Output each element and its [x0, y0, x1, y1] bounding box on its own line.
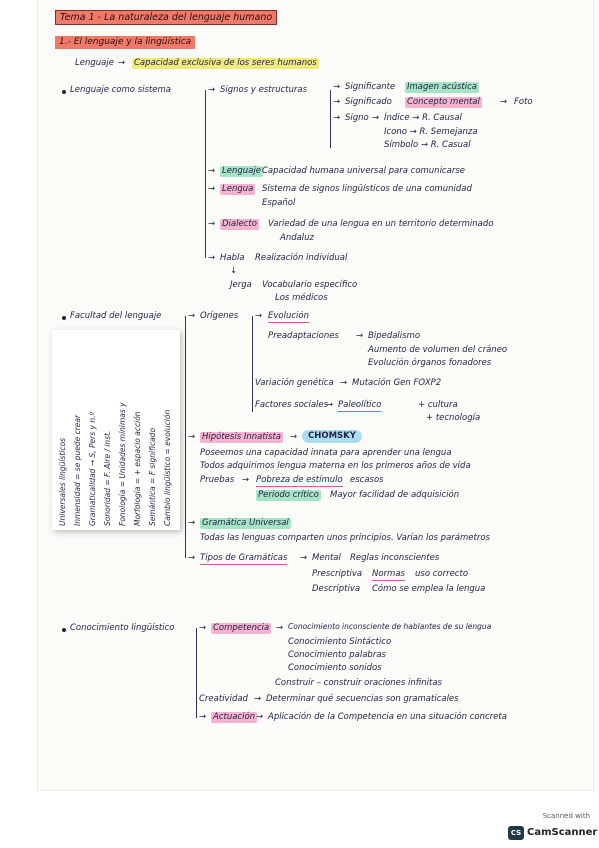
- mental-label: Mental: [312, 553, 341, 563]
- camscanner-name: CamScanner: [527, 827, 598, 838]
- comp-item: Construir – construir oraciones infinita…: [275, 678, 442, 688]
- cultura-label: + cultura: [418, 400, 458, 410]
- origenes-label: Orígenes: [200, 311, 239, 321]
- page-title: Tema 1 - La naturaleza del lenguaje huma…: [55, 10, 278, 25]
- icono-item: Icono → R. Semejanza: [384, 127, 478, 137]
- significante-def: Imagen acústica: [405, 82, 479, 93]
- signos-label: Signos y estructuras: [220, 85, 308, 95]
- definition-text: Capacidad exclusiva de los seres humanos: [132, 58, 319, 69]
- sidebar-item: Morfología = + espacio acción: [133, 411, 142, 526]
- simbolo-item: Símbolo → R. Casual: [384, 140, 471, 150]
- bipedalismo-item: Bipedalismo: [368, 331, 421, 341]
- bracket-line: [252, 316, 253, 412]
- bullet-icon: [62, 316, 66, 320]
- periodo-example: Mayor facilidad de adquisición: [330, 490, 460, 500]
- bullet-icon: [62, 90, 66, 94]
- pruebas-label: Pruebas: [200, 475, 235, 485]
- sidebar-item: Universales lingüísticos: [58, 437, 67, 526]
- evolucion-organos-item: Evolución órganos fonadores: [368, 358, 492, 368]
- competencia-label: Conocimiento lingüístico: [70, 623, 175, 633]
- sidebar-item: Gramaticalidad → S, Pers y n.º: [88, 411, 97, 526]
- actuacion-def: Aplicación de la Competencia en una situ…: [268, 712, 507, 722]
- sidebar-item: Cambio lingüístico = evolución: [163, 409, 172, 526]
- lengua-example: Español: [262, 198, 296, 208]
- lenguaje-def: Capacidad humana universal para comunica…: [262, 166, 465, 176]
- arrow-icon: →: [118, 58, 126, 68]
- factores-label: Factores sociales: [255, 400, 329, 410]
- dialecto-label: Dialecto: [220, 219, 259, 230]
- comp-item: Conocimiento palabras: [288, 650, 386, 660]
- cs-logo-icon: CS: [508, 826, 524, 840]
- actuacion-label: Actuación: [211, 712, 258, 723]
- facultad-label: Facultad del lenguaje: [70, 311, 162, 321]
- bullet-icon: [62, 628, 66, 632]
- indice-item: Índice → R. Causal: [384, 113, 462, 123]
- jerga-def: Vocabulario específico: [262, 280, 358, 290]
- sidebar-item: Inmensidad = se puede crear: [73, 414, 82, 526]
- jerga-example: Los médicos: [275, 293, 328, 303]
- gramatica-label: Gramática Universal: [200, 518, 291, 529]
- bracket-line: [185, 316, 186, 558]
- tipos-label: Tipos de Gramáticas: [200, 553, 288, 565]
- gramatica-def: Todas las lenguas comparten unos princip…: [200, 533, 490, 543]
- bracket-line: [196, 628, 197, 718]
- dialecto-example: Andaluz: [280, 233, 315, 243]
- comp-def: Conocimiento inconsciente de hablantes d…: [288, 622, 492, 631]
- lenguaje-label: Lenguaje: [220, 166, 263, 177]
- mental-def: Reglas inconscientes: [350, 553, 440, 563]
- signo-label: Signo: [345, 113, 369, 123]
- significante-label: Significante: [345, 82, 396, 92]
- descriptiva-label: Descriptiva: [312, 584, 361, 594]
- comp-item: Conocimiento sonidos: [288, 663, 382, 673]
- camscanner-watermark: Scanned with CS CamScanner: [506, 812, 598, 844]
- definition-term: Lenguaje: [75, 58, 114, 68]
- scanned-with-text: Scanned with: [542, 812, 590, 820]
- sidebar-item: Sonoridad = F. Aire / inst.: [103, 430, 112, 526]
- comp-label: Competencia: [211, 623, 272, 634]
- descriptiva-def: Cómo se emplea la lengua: [372, 584, 486, 594]
- section-title: 1.- El lenguaje y la lingüística: [55, 36, 196, 49]
- tecnologia-label: + tecnología: [426, 413, 481, 423]
- prescriptiva-def: Normas: [372, 569, 405, 581]
- universales-card: Universales lingüísticos Inmensidad = se…: [52, 330, 180, 530]
- jerga-label: Jerga: [230, 280, 252, 290]
- prescriptiva-example: uso correcto: [415, 569, 469, 579]
- preadaptaciones-label: Preadaptaciones: [268, 331, 339, 341]
- comp-item: Conocimiento Sintáctico: [288, 637, 392, 647]
- habla-def: Realización individual: [255, 253, 348, 263]
- bracket-line: [205, 90, 206, 258]
- lengua-def: Sistema de signos lingüísticos de una co…: [262, 184, 472, 194]
- hipotesis-line2: Todos adquirimos lengua materna en los p…: [200, 461, 471, 471]
- bracket-line: [330, 90, 331, 148]
- habla-label: Habla: [220, 253, 245, 263]
- creatividad-def: Determinar qué secuencias son gramatical…: [266, 694, 459, 704]
- periodo-label: Periodo crítico: [256, 490, 321, 501]
- pobreza-label: Pobreza de estímulo: [256, 475, 343, 487]
- sidebar-item: Fonología = Unidades mínimas y: [118, 402, 127, 526]
- hipotesis-line1: Poseemos una capacidad innata para apren…: [200, 448, 452, 458]
- chomsky-label: CHOMSKY: [302, 430, 362, 443]
- sidebar-item: Semántica = F significado: [148, 427, 157, 526]
- dialecto-def: Variedad de una lengua en un territorio …: [268, 219, 494, 229]
- prescriptiva-label: Prescriptiva: [312, 569, 363, 579]
- hipotesis-label: Hipótesis Innatista: [200, 432, 283, 443]
- lengua-label: Lengua: [220, 184, 256, 195]
- evolucion-label: Evolución: [268, 311, 309, 323]
- camscanner-logo: CS CamScanner: [508, 824, 598, 842]
- mutacion-label: Mutación Gen FOXP2: [352, 378, 442, 388]
- significado-def: Concepto mental: [405, 97, 482, 108]
- lenguaje-sistema-label: Lenguaje como sistema: [70, 85, 171, 95]
- paleolitico-label: Paleolítico: [338, 400, 382, 412]
- variacion-label: Variación genética: [255, 378, 334, 388]
- significado-label: Significado: [345, 97, 392, 107]
- significado-example: Foto: [514, 97, 533, 107]
- aumento-item: Aumento de volumen del cráneo: [368, 345, 508, 355]
- creatividad-label: Creatividad: [199, 694, 248, 704]
- pobreza-example: escasos: [350, 475, 384, 485]
